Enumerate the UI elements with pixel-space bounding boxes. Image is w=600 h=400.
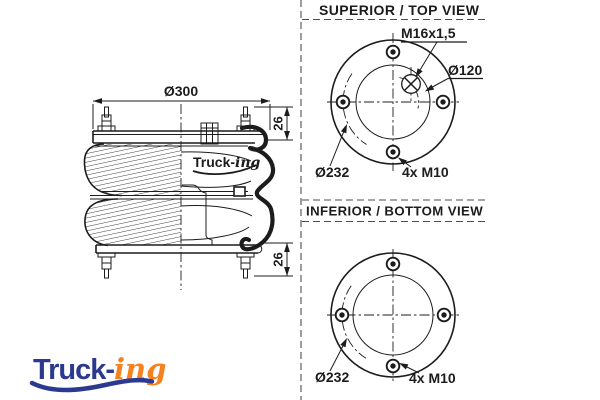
arrowhead — [340, 338, 347, 348]
inner-bore-circle — [355, 64, 431, 140]
bolt-holes — [335, 44, 451, 160]
center-thread-hole — [399, 67, 421, 109]
footer-logo-bold: Truck- — [33, 354, 114, 386]
bolt-pitch-arc — [341, 285, 367, 359]
dim-top-26-label: 26 — [271, 116, 286, 130]
bottom-view-labels: Ø232 4x M10 — [315, 338, 456, 386]
top-view-labels: M16x1,5 Ø120 Ø232 4x M10 — [315, 25, 483, 180]
footer-logo-swoosh — [29, 377, 155, 393]
outer-flange-circle — [330, 39, 456, 165]
air-fitting — [200, 122, 219, 145]
outer-flange-circle — [330, 252, 456, 378]
arrowhead — [93, 98, 102, 104]
dim-bottom-26-label: 26 — [271, 252, 286, 266]
arrowhead — [398, 157, 407, 166]
footer-logo: Truck-ing — [29, 352, 166, 393]
bellows-brand-swoosh — [192, 164, 257, 176]
bottom-view-title: INFERIOR / BOTTOM VIEW — [306, 204, 483, 219]
arrowhead — [284, 243, 290, 252]
arrowhead — [284, 267, 290, 276]
section-dividers — [300, 0, 489, 400]
girdle-ring-section — [233, 186, 246, 197]
rubber-wall-section — [239, 124, 276, 252]
bolt-count-label: 4x M10 — [409, 370, 456, 386]
arrowhead — [425, 84, 435, 92]
top-bead-plate — [92, 122, 263, 145]
arrowhead — [399, 363, 409, 370]
bottom-view: INFERIOR / BOTTOM VIEW Ø232 4x M10 — [306, 204, 483, 387]
arrowhead — [284, 131, 290, 140]
internal-bumper — [182, 184, 213, 246]
inner-bore-circle — [352, 274, 434, 356]
thread-label: M16x1,5 — [401, 25, 456, 41]
bolt-holes — [334, 256, 452, 374]
dim-diameter-label: Ø300 — [164, 83, 198, 99]
top-view: SUPERIOR / TOP VIEW M16x1,5 — [315, 2, 483, 180]
upper-lobe-section — [84, 144, 181, 196]
dim-top-plate-26: 26 — [254, 106, 293, 141]
dim-diameter-300: Ø300 — [92, 83, 271, 130]
bottom-studs — [101, 256, 251, 279]
bellows: Truck-ing — [83, 124, 276, 252]
arrowhead — [340, 124, 347, 134]
bellows-brand-text: Truck-ing — [193, 154, 261, 171]
bolt-pitch-arc — [342, 73, 367, 145]
arrowhead — [284, 107, 290, 116]
bolt-pitch-label: Ø232 — [315, 164, 349, 180]
lower-lobe-section — [84, 199, 181, 246]
top-view-title: SUPERIOR / TOP VIEW — [319, 2, 480, 18]
bolt-count-label: 4x M10 — [402, 164, 449, 180]
arrowhead — [261, 98, 270, 104]
side-view: Ø300 — [83, 83, 293, 290]
dim-bottom-plate-26: 26 — [254, 242, 293, 277]
arrowhead — [415, 68, 423, 78]
inner-pitch-label: Ø120 — [448, 62, 482, 78]
bolt-pitch-label: Ø232 — [315, 369, 349, 385]
